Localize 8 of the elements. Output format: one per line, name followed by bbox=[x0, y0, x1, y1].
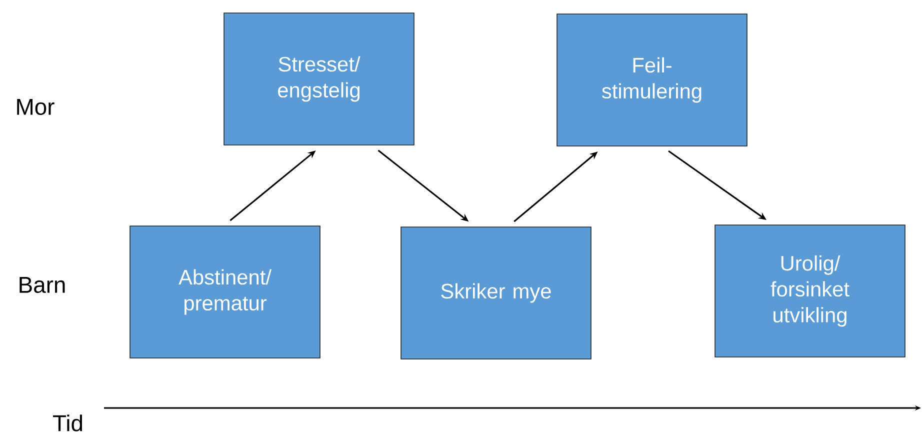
process-box: Abstinent/ prematur bbox=[130, 226, 320, 358]
process-box: Skriker mye bbox=[400, 226, 592, 360]
row-label: Tid bbox=[53, 414, 82, 432]
process-box: Feil- stimulering bbox=[556, 14, 748, 146]
row-label: Mor bbox=[17, 99, 54, 115]
row-label: Barn bbox=[20, 277, 65, 293]
process-box: Urolig/ forsinket utvikling bbox=[714, 224, 906, 358]
process-box: Stresset/ engstelig bbox=[224, 12, 414, 146]
